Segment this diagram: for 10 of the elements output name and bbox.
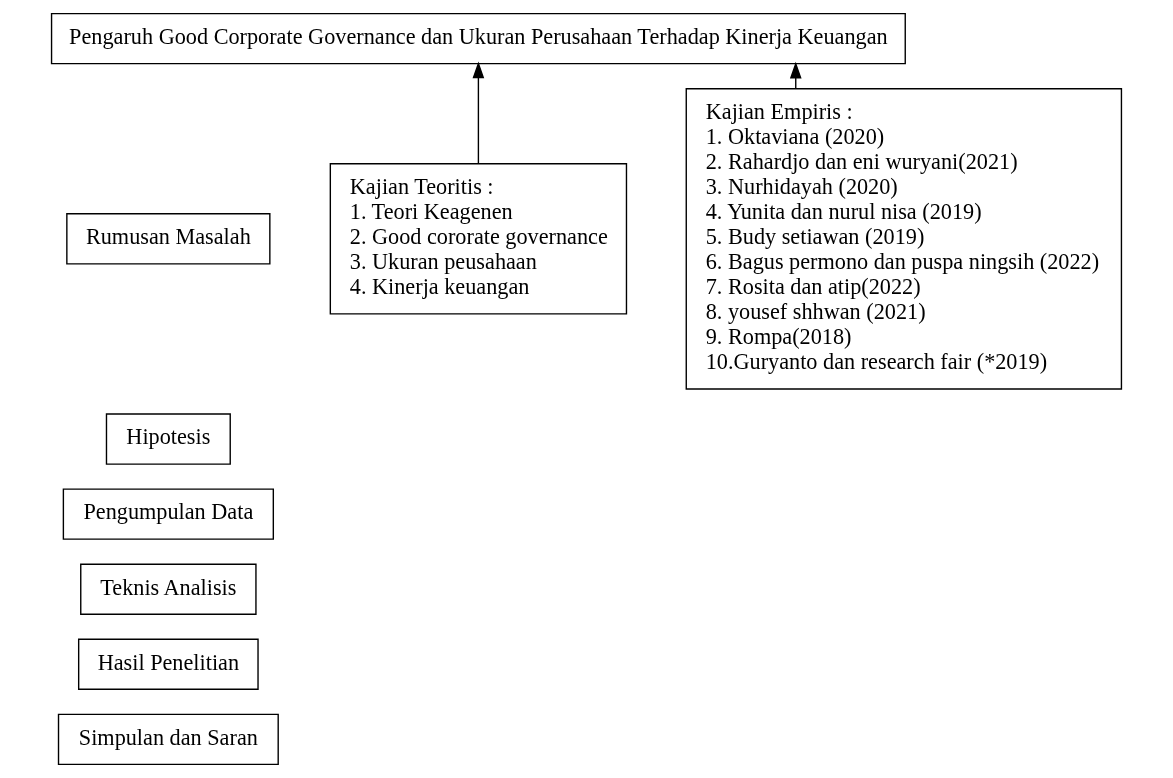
node-box: Simpulan dan Saran bbox=[57, 713, 279, 766]
node-box: Hasil Penelitian bbox=[77, 638, 259, 690]
node-box: Kajian Teoritis : 1. Teori Keagenen 2. Good cororate governance 3. Ukuran peusahaan 4. Kinerja keuangan bbox=[329, 163, 628, 315]
node-box: Rumusan Masalah bbox=[66, 213, 271, 265]
node-box: Pengaruh Good Corporate Governance dan Ukuran Perusahaan Terhadap Kinerja Keuangan bbox=[50, 12, 906, 65]
node-box: Kajian Empiris : 1. Oktaviana (2020) 2. Rahardjo dan eni wuryani(2021) 3. Nurhidayah (2020) 4. Yunita dan nurul nisa (2019) 5. Budy setiawan (2019) 6. Bagus permono dan puspa ningsih (2022) 7. Rosita dan atip(2022) 8. yousef shhwan (2021) 9. Rompa(2018) 10.Guryanto dan research fair (*2019) bbox=[685, 88, 1123, 390]
node-box: Teknis Analisis bbox=[80, 563, 257, 615]
arrow bbox=[472, 61, 485, 165]
node-box: Hipotesis bbox=[105, 413, 231, 465]
node-box: Pengumpulan Data bbox=[62, 488, 274, 540]
